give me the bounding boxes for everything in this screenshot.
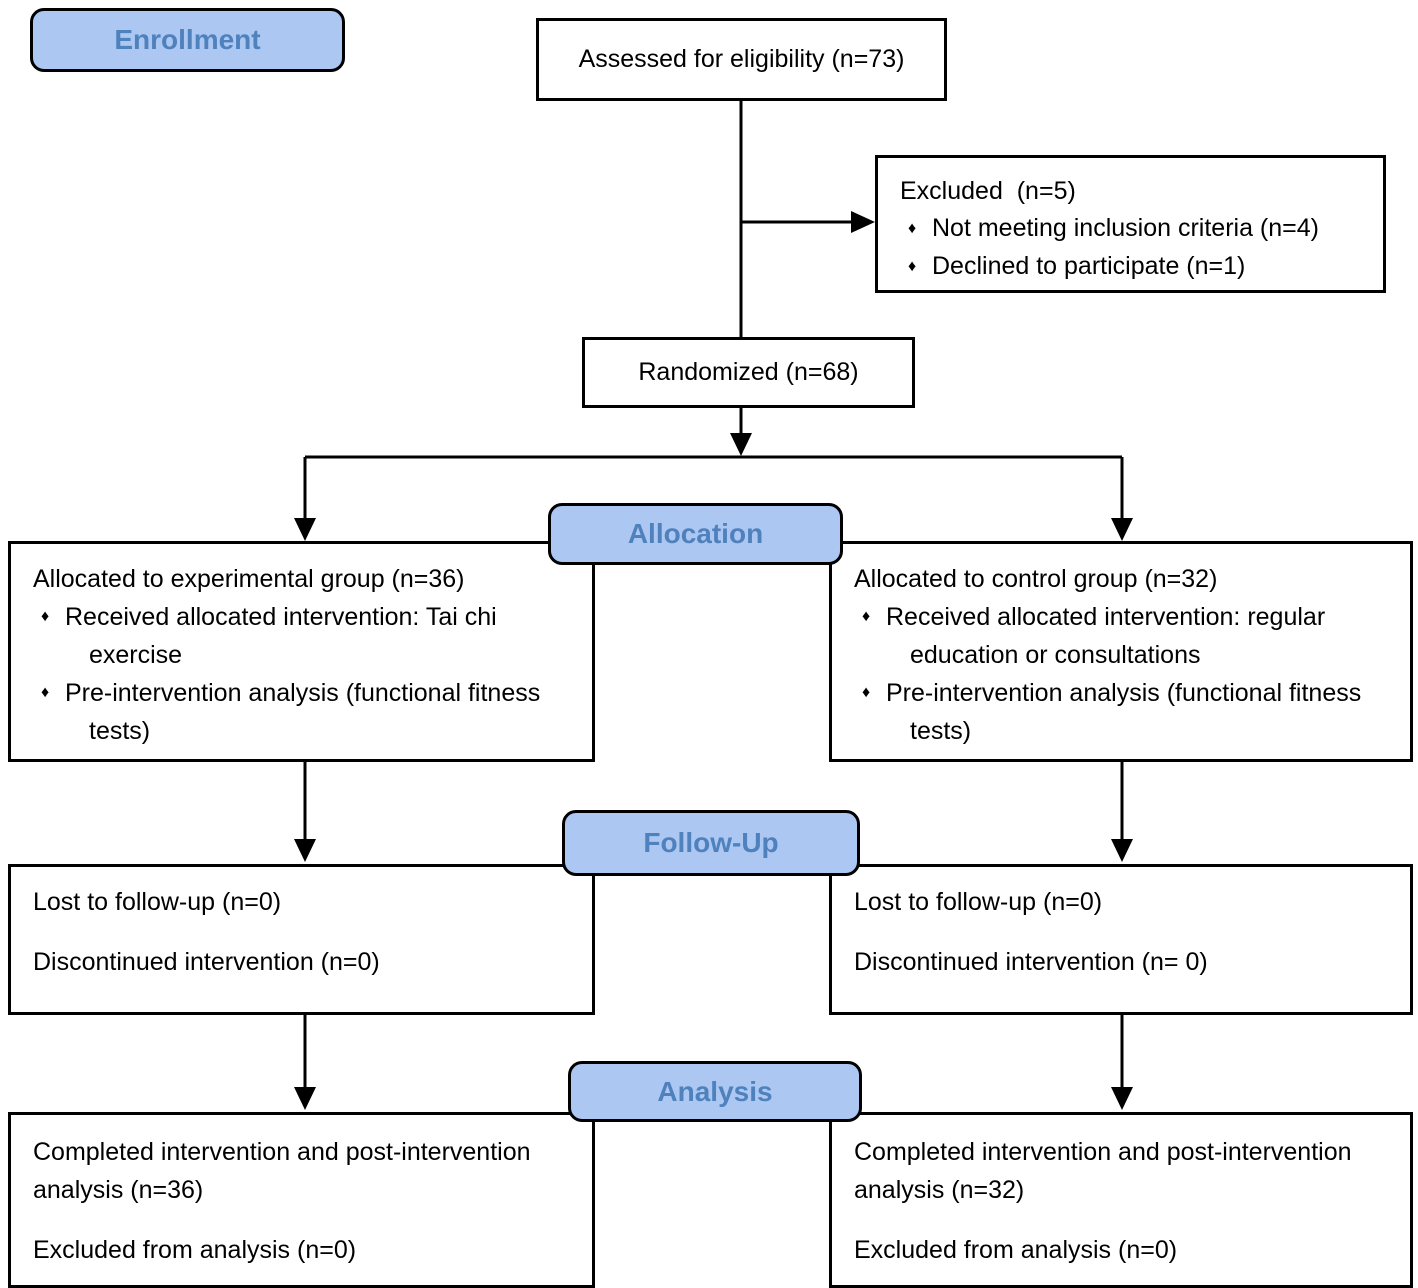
control-followup-content: Lost to follow-up (n=0) Discontinued inte… [832, 867, 1410, 981]
line-spacer [33, 1209, 574, 1231]
box-text-line: ♦ Received allocated intervention: Tai ch… [33, 598, 574, 636]
bullet-text: Pre-intervention analysis (functional fi… [65, 679, 541, 707]
box-text-line: Completed intervention and post-interven… [854, 1138, 1352, 1166]
stage-enrollment-label: Enrollment [30, 8, 345, 72]
experimental-analysis-content: Completed intervention and post-interven… [11, 1115, 592, 1269]
box-text-line: ♦ Pre-intervention analysis (functional f… [33, 674, 574, 712]
arrowhead-down-icon [294, 1087, 316, 1110]
experimental-analysis-box: Completed intervention and post-interven… [8, 1112, 595, 1288]
line-spacer [854, 921, 1392, 943]
control-allocation-box: Allocated to control group (n=32) ♦ Receiv… [829, 541, 1413, 762]
box-text-line: analysis (n=32) [854, 1176, 1025, 1204]
box-text-line: ♦ Pre-intervention analysis (functional f… [854, 674, 1392, 712]
bullet-diamond-icon: ♦ [41, 684, 50, 701]
box-text-line: Excluded (n=5) [900, 177, 1076, 205]
box-text-line: Allocated to control group (n=32) [854, 565, 1218, 593]
box-text-line: Excluded from analysis (n=0) [33, 1236, 357, 1264]
line-spacer [854, 1209, 1392, 1231]
bullet-text: Received allocated intervention: Tai chi [65, 603, 497, 631]
box-text-line: Excluded from analysis (n=0) [854, 1236, 1178, 1264]
experimental-allocation-content: Allocated to experimental group (n=36) ♦ R… [11, 544, 592, 750]
bullet-text: Not meeting inclusion criteria (n=4) [932, 214, 1319, 242]
arrowhead-down-icon [1111, 839, 1133, 862]
bullet-diamond-icon: ♦ [908, 258, 917, 275]
arrowhead-down-icon [730, 433, 752, 456]
arrowhead-right-icon [851, 211, 875, 233]
stage-analysis-label: Analysis [568, 1061, 862, 1122]
box-text-line: Allocated to experimental group (n=36) [33, 565, 465, 593]
bullet-text: Received allocated intervention: regular [886, 603, 1326, 631]
box-text-line: education or consultations [910, 641, 1201, 669]
box-text-line: Discontinued intervention (n=0) [33, 948, 380, 976]
experimental-allocation-box: Allocated to experimental group (n=36) ♦ R… [8, 541, 595, 762]
randomized-box: Randomized (n=68) [582, 337, 915, 408]
bullet-diamond-icon: ♦ [41, 608, 50, 625]
box-text-line: ♦ Received allocated intervention: regula… [854, 598, 1392, 636]
control-analysis-box: Completed intervention and post-interven… [829, 1112, 1413, 1288]
bullet-diamond-icon: ♦ [862, 608, 871, 625]
box-text-line: ♦ Declined to participate (n=1) [900, 248, 1365, 286]
control-allocation-content: Allocated to control group (n=32) ♦ Receiv… [832, 544, 1410, 750]
control-followup-box: Lost to follow-up (n=0) Discontinued inte… [829, 864, 1413, 1015]
experimental-followup-box: Lost to follow-up (n=0) Discontinued inte… [8, 864, 595, 1015]
excluded-box-content: Excluded (n=5) ♦ Not meeting inclusion cri… [878, 158, 1383, 286]
bullet-text: Declined to participate (n=1) [932, 252, 1246, 280]
box-text-line: Lost to follow-up (n=0) [854, 888, 1103, 916]
excluded-box: Excluded (n=5) ♦ Not meeting inclusion cri… [875, 155, 1386, 293]
bullet-diamond-icon: ♦ [862, 684, 871, 701]
arrowhead-down-icon [1111, 518, 1133, 541]
box-text-line: exercise [89, 641, 183, 669]
bullet-diamond-icon: ♦ [908, 220, 917, 237]
arrowhead-down-icon [1111, 1087, 1133, 1110]
box-text-line: Completed intervention and post-interven… [33, 1138, 531, 1166]
box-text-line: analysis (n=36) [33, 1176, 204, 1204]
box-text-line: tests) [89, 717, 151, 745]
box-text-line: ♦ Not meeting inclusion criteria (n=4) [900, 210, 1365, 248]
stage-followup-label: Follow-Up [562, 810, 860, 876]
arrowhead-down-icon [294, 518, 316, 541]
box-text-line: Discontinued intervention (n= 0) [854, 948, 1208, 976]
bullet-text: Pre-intervention analysis (functional fi… [886, 679, 1362, 707]
box-text-line: tests) [910, 717, 972, 745]
box-text-line: Lost to follow-up (n=0) [33, 888, 282, 916]
arrowhead-down-icon [294, 839, 316, 862]
stage-allocation-label: Allocation [548, 503, 843, 565]
assessed-eligibility-box: Assessed for eligibility (n=73) [536, 18, 947, 101]
line-spacer [33, 921, 574, 943]
control-analysis-content: Completed intervention and post-interven… [832, 1115, 1410, 1269]
experimental-followup-content: Lost to follow-up (n=0) Discontinued inte… [11, 867, 592, 981]
